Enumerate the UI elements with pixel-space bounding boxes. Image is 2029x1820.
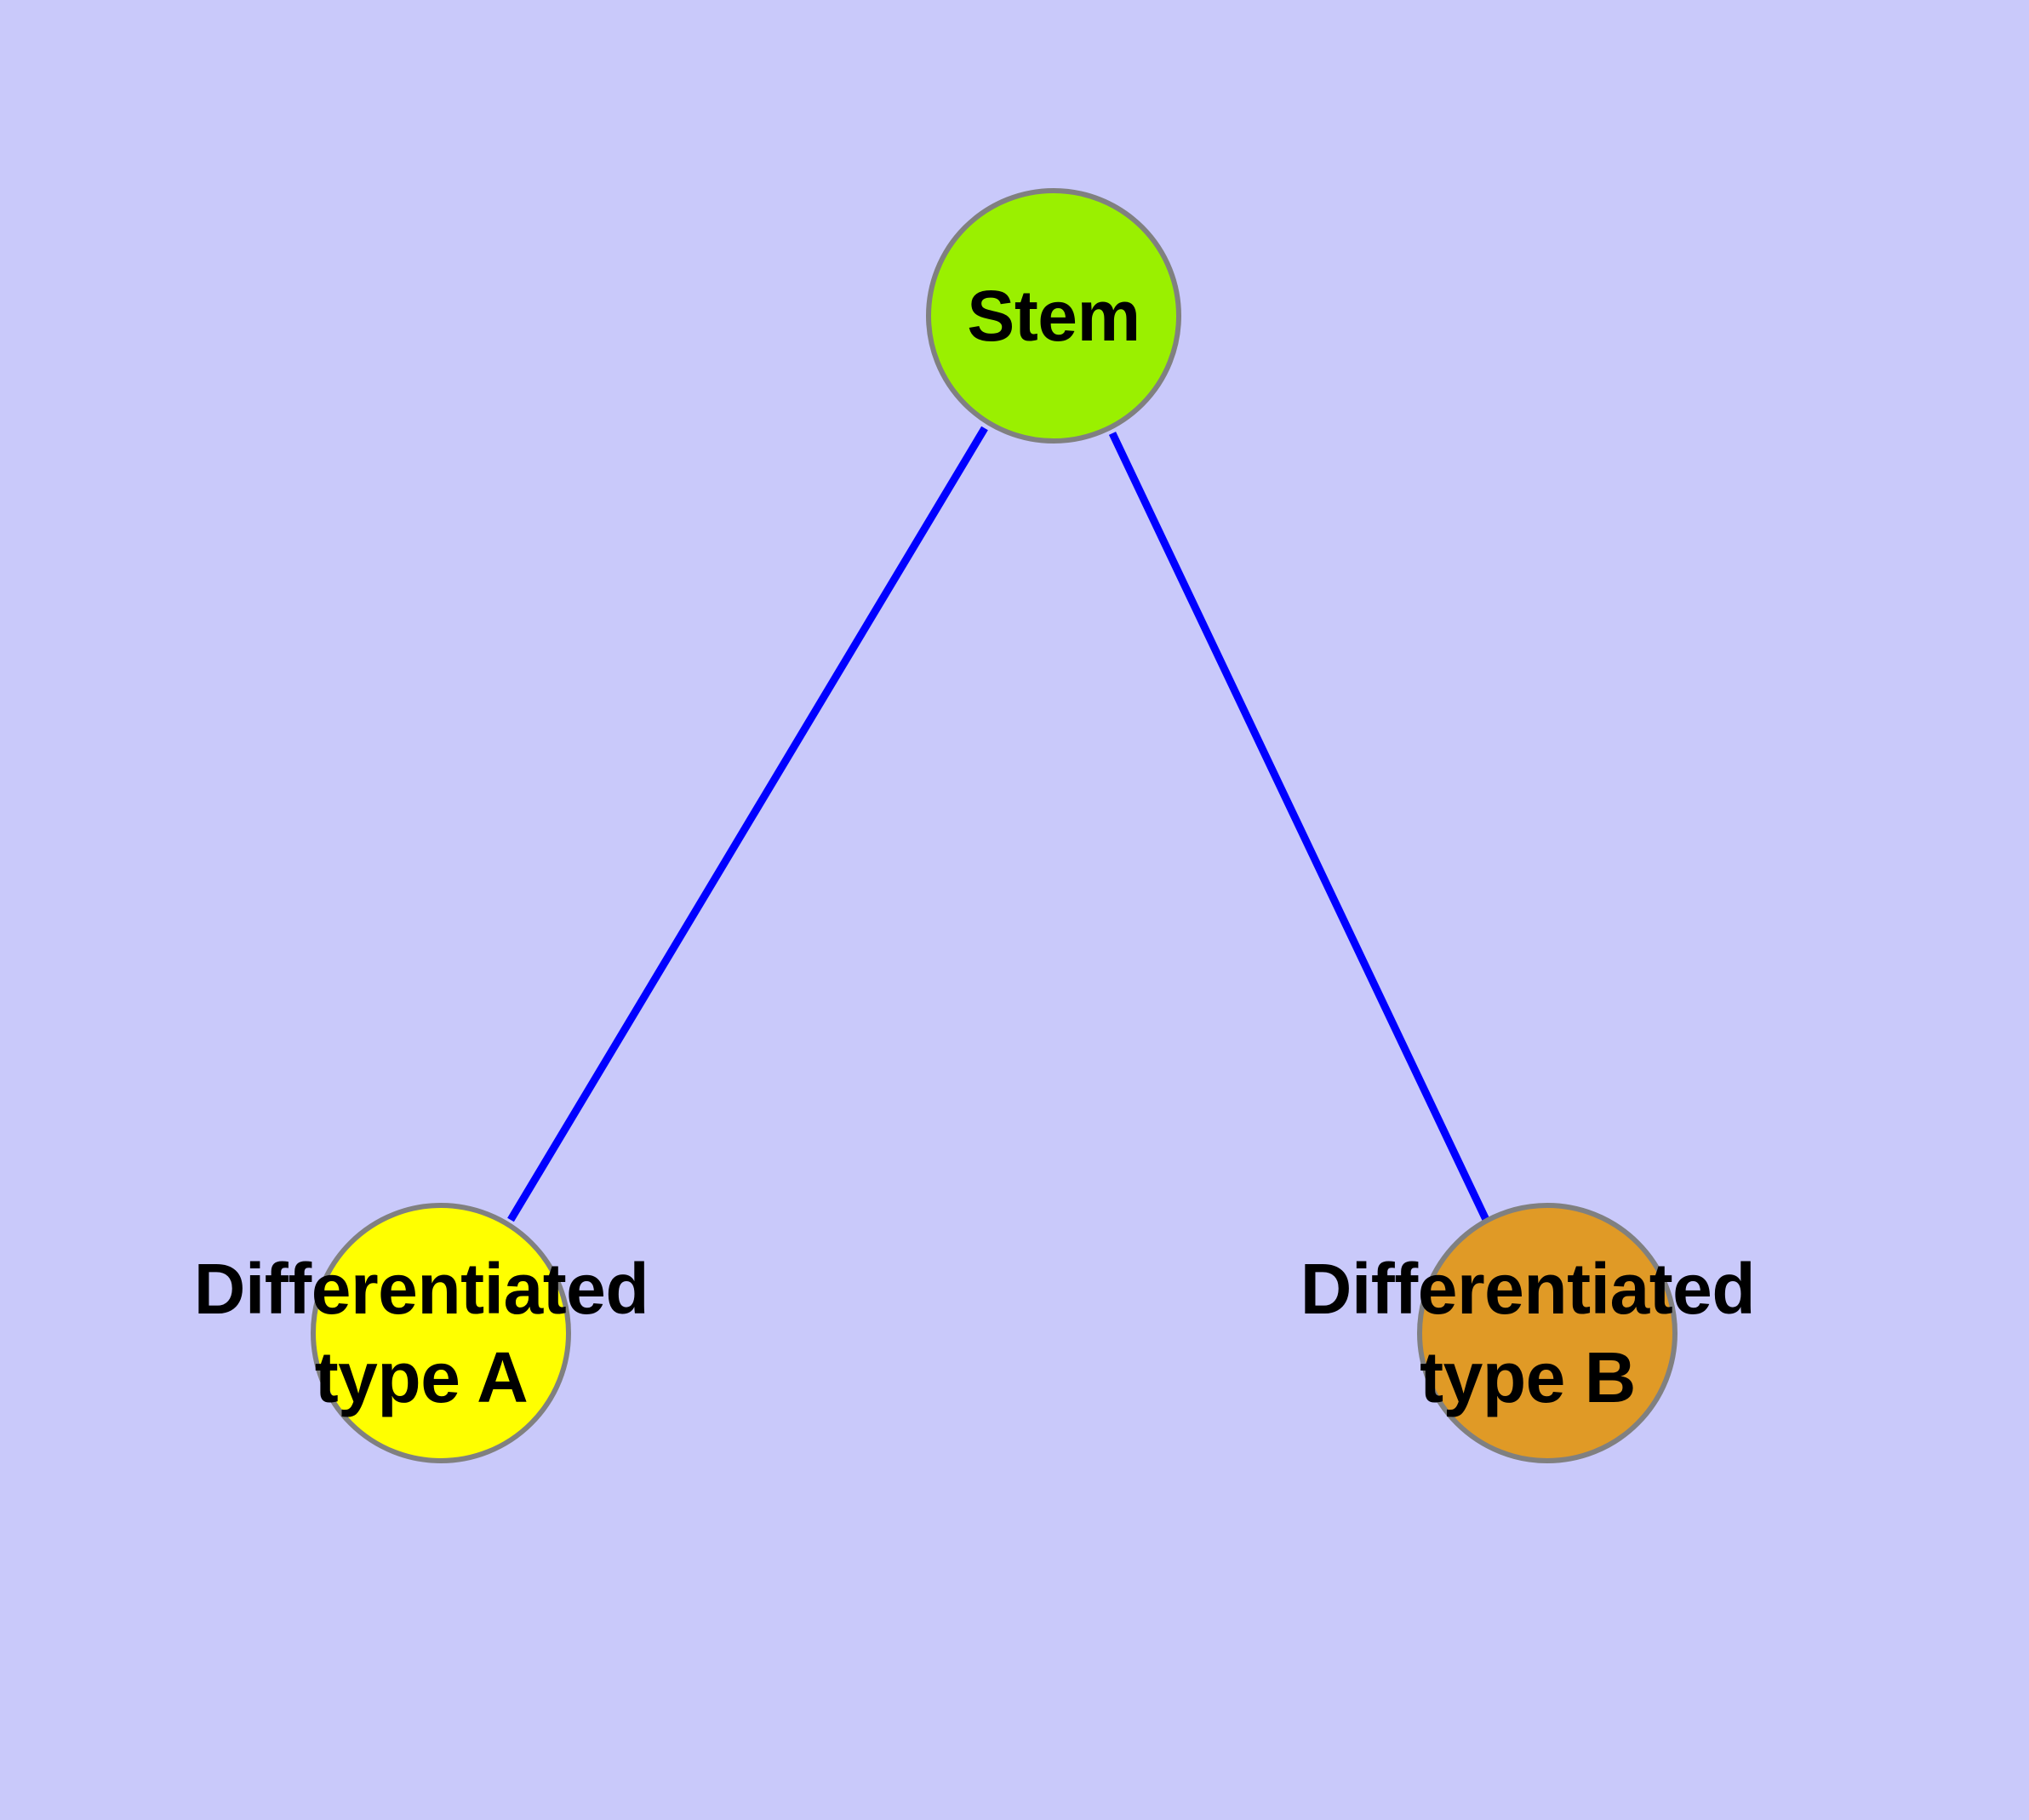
edge-layer [507, 426, 1492, 1225]
edge-stem-to-diff-b[interactable] [1108, 432, 1492, 1225]
node-layer [311, 188, 1677, 1463]
node-differentiated-type-a[interactable] [311, 1203, 571, 1463]
edge-stem-to-diff-a[interactable] [507, 426, 988, 1222]
node-differentiated-type-b[interactable] [1417, 1203, 1677, 1463]
node-stem[interactable] [926, 188, 1181, 444]
